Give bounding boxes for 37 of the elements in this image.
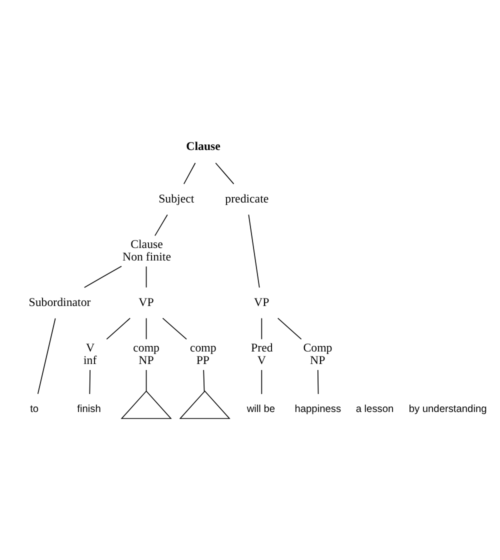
connector xyxy=(215,162,234,184)
node-text: to xyxy=(30,404,39,415)
node-text: comp NP xyxy=(133,340,160,368)
node-text: V inf xyxy=(84,340,97,368)
connector xyxy=(89,370,90,394)
node-triangle xyxy=(179,390,230,419)
node-text: Clause xyxy=(186,138,220,153)
node-text: VP xyxy=(254,295,270,310)
connector xyxy=(261,370,262,394)
connector xyxy=(183,162,196,184)
connector xyxy=(261,318,262,340)
connector xyxy=(277,318,302,340)
node-text: Subordinator xyxy=(28,295,91,310)
connector xyxy=(84,266,122,288)
node-text: Subject xyxy=(158,192,194,206)
node-text: Comp NP xyxy=(303,340,332,368)
node-text: a lesson xyxy=(356,404,394,415)
node-text: Clause Non finite xyxy=(122,236,171,264)
connector xyxy=(154,214,168,236)
node-text: predicate xyxy=(225,192,269,206)
connector xyxy=(162,318,187,340)
node-text: by understanding xyxy=(408,404,487,415)
connector xyxy=(37,318,56,394)
node-text: happiness xyxy=(294,404,342,415)
node-text: Pred V xyxy=(251,340,273,368)
connector xyxy=(146,266,147,288)
connector xyxy=(146,318,147,340)
node-triangle xyxy=(120,390,172,419)
node-text: VP xyxy=(138,295,154,310)
connector xyxy=(146,370,147,392)
node-text: comp PP xyxy=(190,340,216,368)
connector xyxy=(317,370,319,394)
connector xyxy=(203,370,205,392)
node-text: finish xyxy=(77,404,101,415)
connector xyxy=(248,214,260,288)
node-text: will be xyxy=(246,404,276,415)
connector xyxy=(106,318,131,340)
